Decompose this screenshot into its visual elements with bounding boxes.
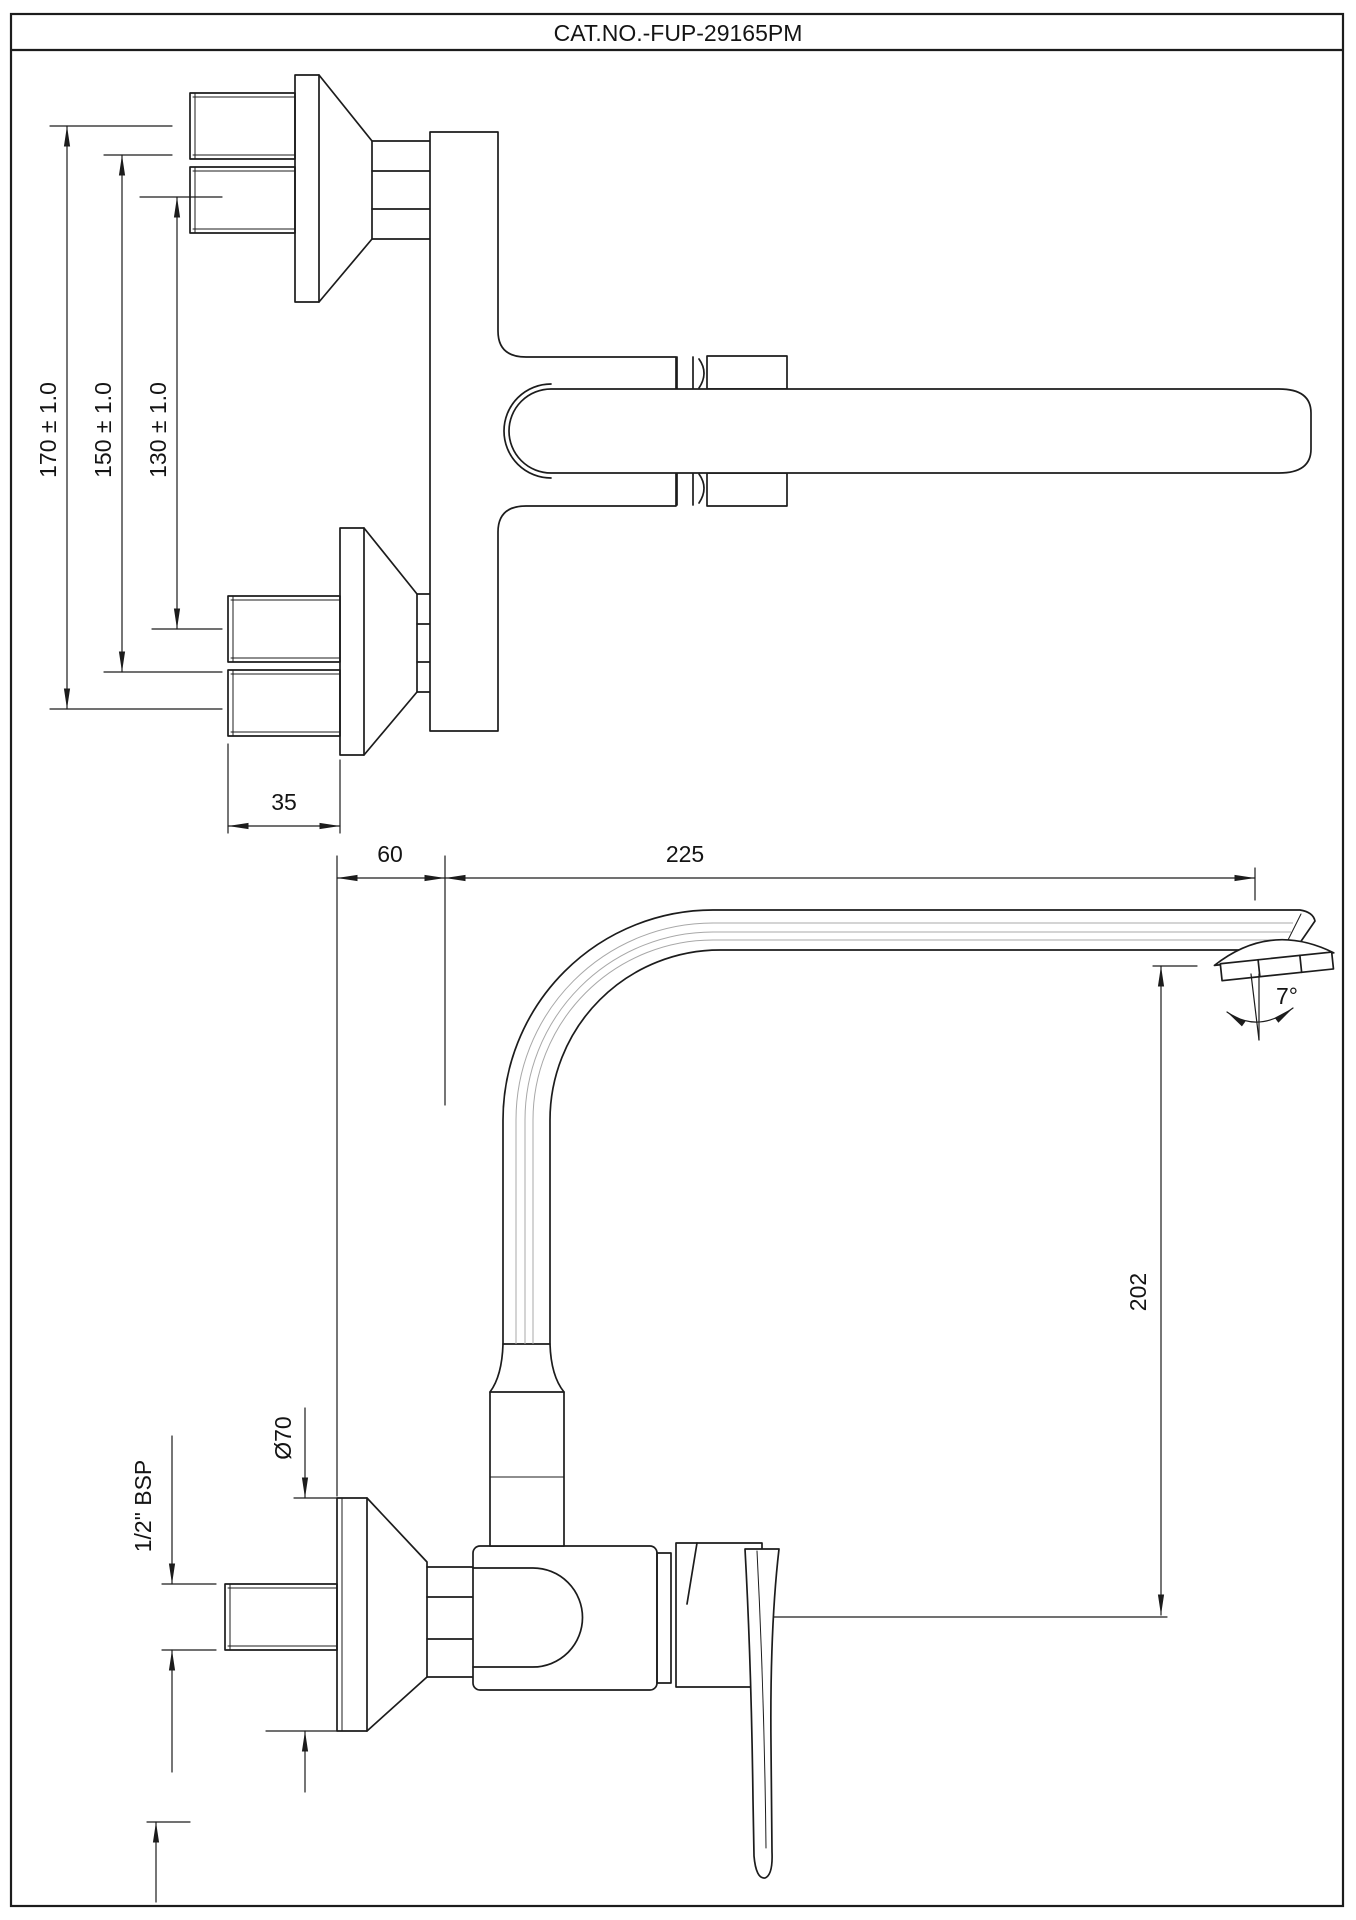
upper-inlet-pipe-2 (189, 166, 296, 234)
side-connector-pipes (426, 1566, 474, 1678)
dimension-225: 225 (444, 841, 1256, 901)
spout-highlight-lines (515, 922, 1293, 1344)
handle-lever-edge-line (756, 1550, 767, 1849)
upper-connector-pipes (371, 140, 431, 240)
dim-label-202: 202 (1125, 1273, 1151, 1311)
side-flange-cone (366, 1497, 428, 1732)
lower-inlet-pipe-1-thread-lines (230, 595, 341, 663)
upper-inlet-group (189, 74, 431, 303)
angle-arc (1226, 1007, 1294, 1027)
handle-lever (744, 1548, 780, 1879)
upper-flange-cone (318, 74, 373, 303)
dimension-202: 202 (1125, 965, 1198, 1616)
dim-label-170: 170 ± 1.0 (35, 382, 61, 478)
dimension-35: 35 (227, 743, 341, 834)
dimension-inlet-thread: 1/2" BSP (130, 1435, 217, 1773)
handle-front-lower (676, 472, 788, 507)
aerator-dome (1213, 938, 1335, 967)
lower-flange-cone (363, 527, 418, 756)
spout-side-tube (502, 909, 1316, 1345)
lower-inlet-pipe-1 (227, 595, 341, 663)
dim-label-35: 35 (271, 789, 297, 815)
dim-label-130: 130 ± 1.0 (145, 382, 171, 478)
dim-label-60: 60 (377, 841, 403, 867)
upper-inlet-pipe-1 (189, 92, 296, 160)
dim-label-225: 225 (666, 841, 704, 867)
front-view: 170 ± 1.0 150 ± 1.0 130 ± 1.0 35 (35, 74, 1312, 834)
side-inlet-thread-lines (227, 1583, 338, 1651)
catalog-number-label: CAT.NO.-FUP-29165PM (554, 20, 803, 46)
lower-wall-flange-plate (339, 527, 365, 756)
lower-inlet-group (227, 527, 431, 756)
dimension-angle-7: 7° (1226, 973, 1298, 1041)
spout-base-flare (489, 1343, 565, 1393)
angle-tilted-axis (1250, 973, 1260, 1041)
dim-label-150: 150 ± 1.0 (90, 382, 116, 478)
dim-label-inlet-thread: 1/2" BSP (130, 1460, 156, 1553)
side-inlet-pipe (224, 1583, 338, 1651)
lower-inlet-pipe-2-thread-lines (230, 669, 341, 737)
side-wall-flange (336, 1497, 428, 1732)
sheet-frame (9, 12, 1345, 1908)
upper-inlet-pipe-1-thread-lines (192, 92, 296, 160)
upper-inlet-pipe-2-thread-lines (192, 166, 296, 234)
spout-pivot-outer-arc (503, 383, 552, 479)
lower-connector-pipes (416, 593, 431, 693)
aerator-face (1219, 951, 1335, 982)
bottom-reference-arrow (146, 1821, 191, 1903)
dimension-150: 150 ± 1.0 (90, 154, 223, 673)
dimension-60: 60 (336, 841, 446, 1497)
cartridge-dome (472, 1567, 584, 1668)
aerator (1213, 938, 1335, 982)
dimension-170: 170 ± 1.0 (35, 125, 223, 710)
handle-block-upper (706, 355, 788, 390)
dimension-130: 130 ± 1.0 (139, 196, 223, 630)
dimension-flange-diameter: Ø70 (265, 1407, 338, 1793)
side-view: 60 225 (130, 841, 1335, 1903)
lower-inlet-pipe-2 (227, 669, 341, 737)
handle-collar-arc-lower (698, 473, 705, 504)
handle-collar-arc-upper (698, 358, 705, 389)
handle-front-upper (676, 355, 788, 390)
spout-riser-collar (489, 1343, 565, 1547)
cartridge-collar (656, 1552, 672, 1684)
dim-label-7deg: 7° (1276, 983, 1298, 1009)
handle-block-lower (706, 472, 788, 507)
spout-front (508, 388, 1312, 474)
handle-base-seam (686, 1542, 698, 1605)
dim-label-flange-diameter: Ø70 (270, 1416, 296, 1459)
upper-wall-flange-plate (294, 74, 320, 303)
